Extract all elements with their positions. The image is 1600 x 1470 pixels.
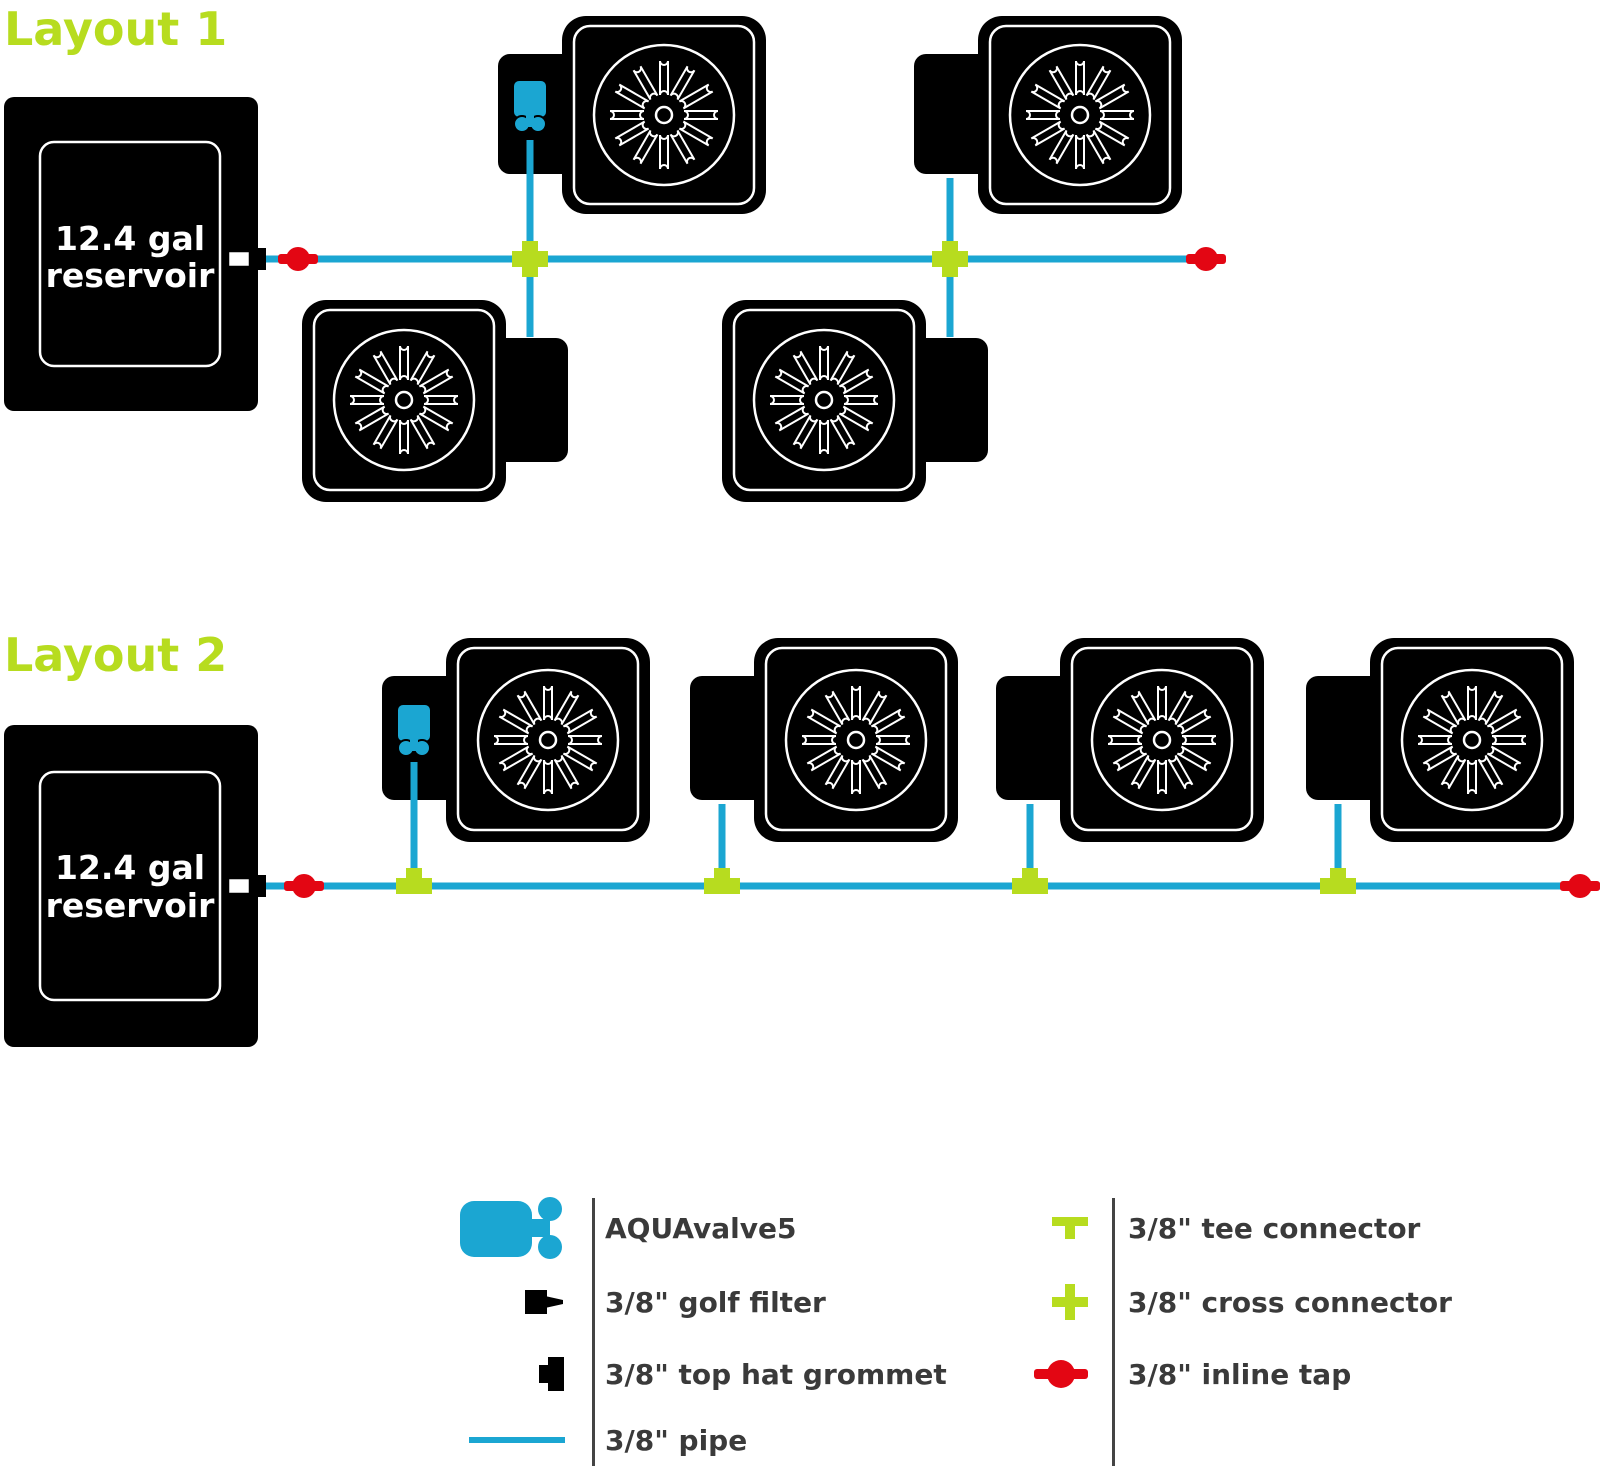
legend-label: 3/8" golf filter — [605, 1286, 826, 1319]
inline-tap — [1186, 247, 1226, 271]
legend-item-cross-connector: 3/8" cross connector — [968, 1272, 1452, 1332]
legend-label: 3/8" pipe — [605, 1424, 748, 1457]
top-hat-grommet-icon — [445, 1344, 565, 1404]
tee-connector — [1012, 868, 1048, 894]
pot-module — [1306, 638, 1574, 842]
legend-item-inline-tap: 3/8" inline tap — [968, 1344, 1351, 1404]
tee-connector — [1320, 868, 1356, 894]
reservoir: 12.4 gal reservoir — [4, 725, 258, 1047]
legend-label: 3/8" top hat grommet — [605, 1358, 947, 1391]
tee-connector — [704, 868, 740, 894]
pot-module — [914, 16, 1182, 214]
pot-module — [996, 638, 1264, 842]
reservoir-label-name: reservoir — [46, 886, 215, 925]
tee-connector-icon — [968, 1198, 1088, 1258]
legend-label: 3/8" cross connector — [1128, 1286, 1452, 1319]
golf-filter-icon — [445, 1272, 565, 1332]
tee-connector — [396, 868, 432, 894]
pot-module — [498, 16, 766, 214]
legend-item-golf-filter: 3/8" golf filter — [445, 1272, 826, 1332]
inline-tap — [1560, 874, 1600, 898]
golf-filter — [226, 875, 266, 897]
pot-module — [302, 300, 568, 502]
reservoir-label-name: reservoir — [46, 256, 215, 295]
inline-tap-icon — [968, 1344, 1088, 1404]
pot-module — [722, 300, 988, 502]
golf-filter — [226, 248, 266, 270]
layout-1-title: Layout 1 — [4, 2, 228, 56]
layout-1-system: 12.4 gal reservoir — [4, 16, 1226, 502]
aquavalve — [512, 79, 548, 133]
cross-connector — [932, 241, 968, 277]
pot-module — [690, 638, 958, 842]
reservoir: 12.4 gal reservoir — [4, 97, 258, 411]
pipe-icon — [445, 1410, 565, 1470]
cross-connector-icon — [968, 1272, 1088, 1332]
layout-2-title: Layout 2 — [4, 628, 228, 682]
legend-item-tee-connector: 3/8" tee connector — [968, 1198, 1420, 1258]
legend-label: 3/8" tee connector — [1128, 1212, 1421, 1245]
layout-2-system: 12.4 gal reservoir — [4, 638, 1600, 1047]
inline-tap — [278, 247, 318, 271]
legend-label: 3/8" inline tap — [1128, 1358, 1352, 1391]
reservoir-label-capacity: 12.4 gal — [55, 848, 205, 887]
aquavalve-icon — [445, 1197, 565, 1259]
layout-diagram: 12.4 gal reservoir — [4, 16, 1600, 1047]
legend-divider — [1112, 1198, 1115, 1466]
cross-connector — [512, 241, 548, 277]
reservoir-label-capacity: 12.4 gal — [55, 219, 205, 258]
inline-tap — [284, 874, 324, 898]
legend-item-pipe: 3/8" pipe — [445, 1410, 747, 1470]
legend-item-top-hat-grommet: 3/8" top hat grommet — [445, 1344, 947, 1404]
legend-divider — [592, 1198, 595, 1466]
legend-label: AQUAvalve5 — [605, 1212, 797, 1245]
aquavalve — [396, 703, 432, 757]
legend-item-aquavalve: AQUAvalve5 — [445, 1197, 797, 1259]
